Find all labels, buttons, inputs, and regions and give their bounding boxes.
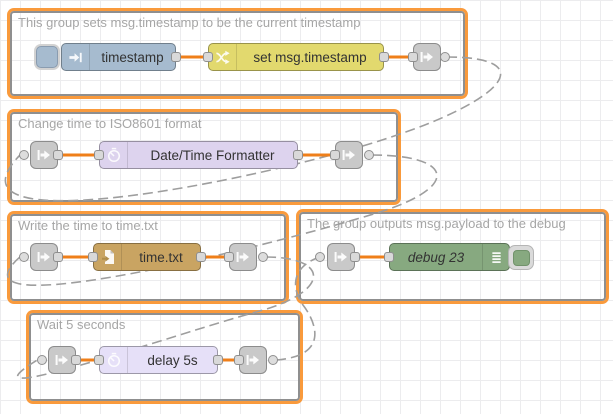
- group-iso8601-format[interactable]: Change time to ISO8601 format: [10, 112, 398, 202]
- port-linkin2-out[interactable]: [53, 150, 63, 160]
- group-label: Wait 5 seconds: [37, 317, 126, 332]
- node-label: Date/Time Formatter: [150, 147, 275, 163]
- node-label: delay 5s: [147, 352, 198, 368]
- link-wire-file-to-delay[interactable]: [17, 256, 315, 379]
- clock-icon: [100, 142, 128, 168]
- node-link-in-2[interactable]: [30, 141, 58, 169]
- inject-trigger-button[interactable]: [36, 46, 58, 68]
- link-wire-formatter-to-file[interactable]: [7, 154, 438, 287]
- port-change-in[interactable]: [203, 52, 213, 62]
- link-in-icon: [37, 150, 50, 160]
- shuffle-icon: [209, 44, 237, 70]
- port-linkin3-out[interactable]: [53, 252, 63, 262]
- link-out-icon: [342, 150, 355, 160]
- port-inject-out[interactable]: [171, 52, 181, 62]
- node-debug-23[interactable]: debug 23: [389, 243, 510, 271]
- node-label: timestamp: [101, 49, 164, 65]
- port-file-out[interactable]: [196, 252, 206, 262]
- virtual-port-linkin4[interactable]: [315, 252, 325, 262]
- group-wait-5s[interactable]: Wait 5 seconds: [29, 313, 300, 401]
- group-label: The group outputs msg.payload to the deb…: [307, 216, 566, 231]
- group-label: Change time to ISO8601 format: [18, 116, 202, 131]
- port-linkin5-out[interactable]: [71, 355, 81, 365]
- port-file-in[interactable]: [88, 252, 98, 262]
- group-debug-output[interactable]: The group outputs msg.payload to the deb…: [299, 212, 606, 301]
- port-change-out[interactable]: [379, 52, 389, 62]
- group-label: This group sets msg.timestamp to be the …: [18, 15, 361, 30]
- file-icon: [94, 244, 122, 270]
- node-inject-timestamp[interactable]: timestamp: [61, 43, 176, 71]
- link-in-icon: [55, 355, 68, 365]
- timer-icon: [100, 347, 128, 373]
- link-wire-delay-to-debug[interactable]: [275, 257, 318, 361]
- debug-list-icon: [482, 244, 509, 270]
- inject-icon: [62, 44, 90, 70]
- debug-toggle-ring: [508, 245, 534, 270]
- virtual-port-linkin3[interactable]: [19, 252, 29, 262]
- virtual-port-linkout5[interactable]: [268, 355, 278, 365]
- group-set-timestamp[interactable]: This group sets msg.timestamp to be the …: [10, 11, 465, 96]
- link-out-icon: [246, 355, 259, 365]
- node-delay-5s[interactable]: delay 5s: [99, 346, 218, 374]
- port-linkin4-out[interactable]: [350, 252, 360, 262]
- node-change-set-timestamp[interactable]: set msg.timestamp: [208, 43, 384, 71]
- virtual-port-linkout1[interactable]: [440, 52, 450, 62]
- port-formatter-in[interactable]: [94, 150, 104, 160]
- link-out-icon: [236, 252, 249, 262]
- port-linkout3-in[interactable]: [224, 252, 234, 262]
- node-datetime-formatter[interactable]: Date/Time Formatter: [99, 141, 298, 169]
- debug-toggle-button[interactable]: [512, 249, 530, 266]
- port-formatter-out[interactable]: [293, 150, 303, 160]
- link-in-icon: [334, 252, 347, 262]
- link-out-icon: [420, 52, 433, 62]
- group-label: Write the time to time.txt: [18, 218, 158, 233]
- port-delay-out[interactable]: [213, 355, 223, 365]
- link-wire-timestamp-to-formatter[interactable]: [4, 56, 502, 202]
- node-label: set msg.timestamp: [253, 49, 367, 65]
- port-linkout2-in[interactable]: [330, 150, 340, 160]
- link-in-icon: [37, 252, 50, 262]
- node-file-time-txt[interactable]: time.txt: [93, 243, 201, 271]
- node-label: debug 23: [407, 249, 465, 265]
- virtual-port-linkout2[interactable]: [364, 150, 374, 160]
- port-linkout5-in[interactable]: [234, 355, 244, 365]
- node-label: time.txt: [139, 249, 183, 265]
- virtual-port-linkin5[interactable]: [37, 355, 47, 365]
- virtual-port-linkout3[interactable]: [258, 252, 268, 262]
- port-linkout1-in[interactable]: [408, 52, 418, 62]
- port-delay-in[interactable]: [94, 355, 104, 365]
- port-debug-in[interactable]: [384, 252, 394, 262]
- virtual-port-linkin2[interactable]: [19, 150, 29, 160]
